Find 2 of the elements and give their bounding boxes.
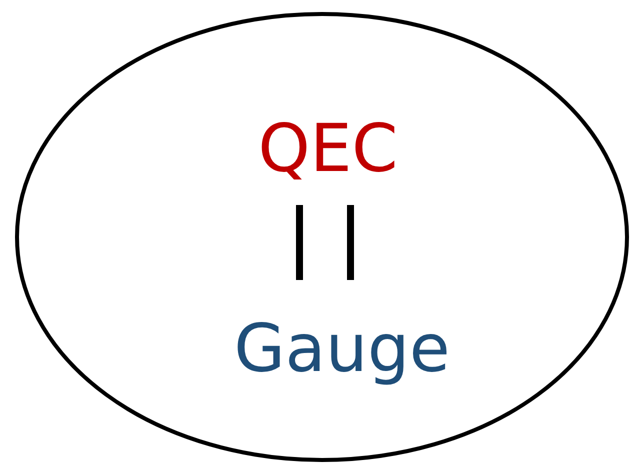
title-text: QEC <box>258 116 398 182</box>
ellipse-node <box>15 12 629 462</box>
